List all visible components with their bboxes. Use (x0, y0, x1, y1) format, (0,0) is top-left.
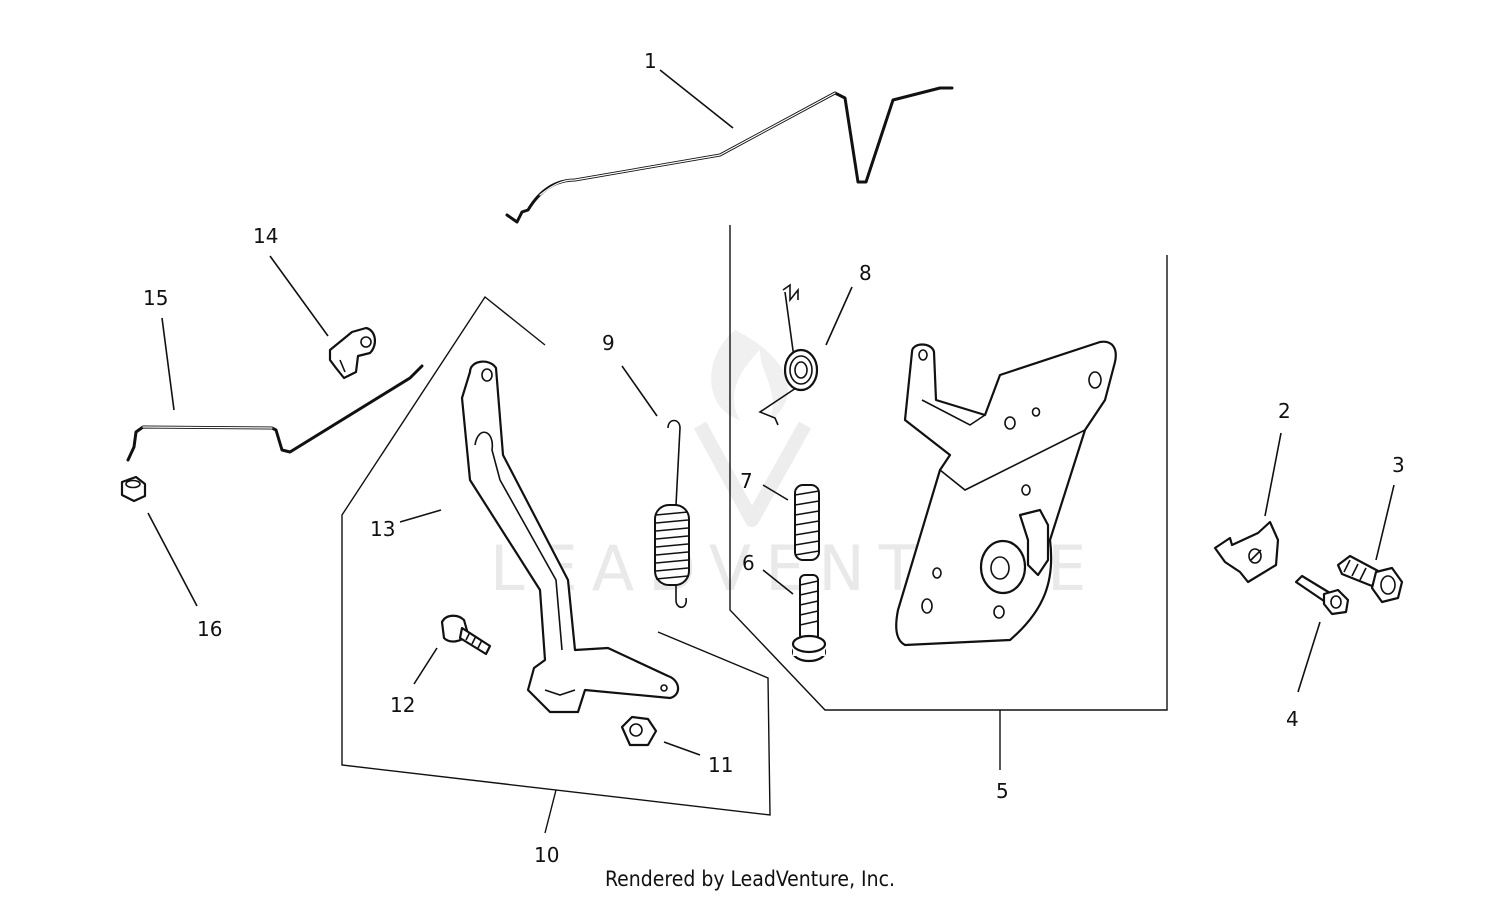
leader-lines (147, 69, 1395, 756)
callout-9: 9 (602, 331, 615, 355)
callout-14: 14 (253, 224, 278, 248)
part-8-spring (758, 283, 819, 426)
callout-5: 5 (996, 779, 1009, 803)
part-1-rod (505, 86, 954, 224)
callout-8: 8 (859, 261, 872, 285)
part-2-clip (1213, 520, 1280, 584)
part-12-bolt (440, 614, 492, 656)
callout-12: 12 (390, 693, 415, 717)
part-16-nut (120, 475, 147, 503)
part-11-nut (620, 715, 658, 747)
part-13-lever (460, 360, 680, 714)
part-15-rod (126, 364, 424, 462)
callout-16: 16 (197, 617, 222, 641)
part-9-spring (654, 419, 690, 609)
footer-credit: Rendered by LeadVenture, Inc. (605, 867, 895, 891)
callout-labels: 1 2 3 4 5 6 7 8 9 10 11 12 13 14 15 16 (143, 49, 1405, 867)
callout-10: 10 (534, 843, 559, 867)
callout-13: 13 (370, 517, 395, 541)
group-outline-5 (729, 225, 1168, 770)
callout-6: 6 (742, 551, 755, 575)
callout-11: 11 (708, 753, 733, 777)
callout-15: 15 (143, 286, 168, 310)
part-14-clip (328, 326, 376, 380)
callout-4: 4 (1286, 707, 1299, 731)
callout-7: 7 (740, 469, 753, 493)
part-6-screw (791, 574, 827, 663)
group-outline-10 (341, 295, 771, 834)
part-4-bolt (1294, 574, 1350, 616)
part-3-bolt (1336, 554, 1404, 604)
part-7-spring (794, 484, 820, 561)
callout-3: 3 (1392, 453, 1405, 477)
callout-2: 2 (1278, 399, 1291, 423)
part-5-plate (895, 340, 1117, 647)
callout-1: 1 (644, 49, 657, 73)
